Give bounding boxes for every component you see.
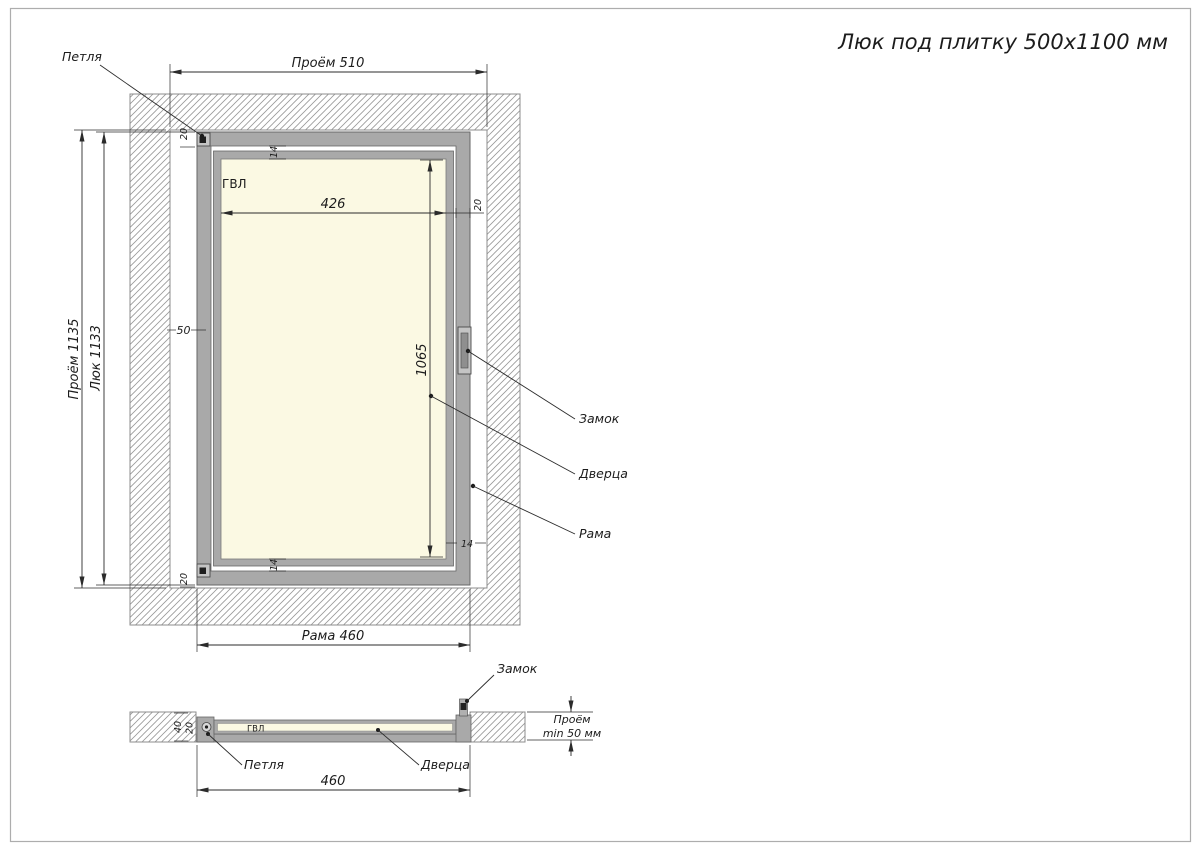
panel-material-label-section: ГВЛ: [247, 725, 264, 735]
dim-frame-width-section: 460: [196, 745, 471, 797]
dim-text-frame-width-section: 460: [321, 774, 346, 789]
hinge-pin: [204, 725, 209, 729]
lock-latch: [460, 703, 467, 710]
dim-door-width: 426: [221, 197, 484, 216]
leader-dot: [199, 133, 205, 139]
frame-label: Рама: [579, 526, 611, 541]
drawing-title: Люк под плитку 500х1100 мм: [837, 30, 1168, 54]
door-label-section: Дверца: [420, 757, 470, 772]
hinge-top-pin: [199, 136, 206, 143]
lock-section: [455, 698, 472, 743]
dim-text-door-height: 1065: [415, 343, 430, 376]
dim-gap-14-bottom: 14: [269, 558, 286, 572]
dim-text-door-width: 426: [321, 197, 346, 212]
hinge-section: [201, 722, 212, 732]
callout-door: Дверца: [428, 393, 628, 481]
callout-door-section: Дверца: [376, 728, 470, 772]
leader-line: [377, 729, 420, 766]
section-view: ГВЛ Замок Проём min 50 мм: [129, 661, 601, 797]
callout-lock-section: Замок: [465, 661, 538, 703]
dim-gap-20-right: 20: [455, 199, 484, 218]
dim-text-opening-height: Проём 1135: [67, 318, 82, 399]
dim-text-gap-50: 50: [177, 324, 191, 337]
hinge-bottom: [196, 563, 211, 578]
leader-line: [430, 395, 576, 475]
panel-material-label: ГВЛ: [222, 177, 247, 191]
dim-text-gap-14-top: 14: [269, 146, 280, 158]
leader-line: [207, 733, 243, 766]
door-panel: [220, 158, 447, 560]
callout-hinge: Петля: [62, 49, 205, 139]
lock-base: [455, 714, 472, 743]
dim-text-gap-14-right: 14: [461, 539, 473, 550]
front-view: ГВЛ Проём 510 Петля: [62, 49, 628, 652]
dim-gap-20-top: 20: [179, 128, 195, 148]
dim-opening-height: Проём 1135: [67, 129, 166, 589]
page-border: [9, 7, 1192, 843]
dim-gap-50: 50: [167, 324, 206, 337]
door-label: Дверца: [578, 466, 628, 481]
dim-door-height: 1065: [415, 159, 443, 558]
dim-gap-14-right: 14: [446, 539, 486, 550]
leader-line: [467, 350, 576, 420]
dim-text-wall-depth-1: Проём: [553, 713, 590, 726]
dim-hatch-height: Люк 1133: [89, 131, 195, 586]
dim-text-frame-width: Рама 460: [302, 629, 365, 644]
lock-label-section: Замок: [497, 661, 538, 676]
hinge-bottom-pin: [199, 567, 206, 574]
dim-text-gap-20-bottom: 20: [179, 573, 190, 585]
dim-thickness-40: 40: [173, 712, 188, 742]
dim-offset-20: 20: [185, 722, 196, 734]
dim-text-opening-width: Проём 510: [292, 56, 365, 71]
hinge-label: Петля: [62, 49, 102, 64]
callout-lock: Замок: [465, 348, 620, 426]
leader-line: [99, 64, 203, 137]
leader-line: [466, 674, 495, 702]
dim-opening-width: Проём 510: [169, 56, 488, 127]
lock-front: [457, 326, 472, 375]
dim-text-thickness-40: 40: [173, 721, 184, 733]
dim-text-offset-20: 20: [185, 722, 196, 734]
dim-text-gap-20-top: 20: [179, 128, 190, 140]
dim-frame-width: Рама 460: [196, 589, 471, 652]
leader-line: [472, 485, 576, 535]
dim-text-wall-depth-2: min 50 мм: [543, 727, 601, 740]
callout-frame: Рама: [470, 483, 611, 541]
hinge-label-section: Петля: [244, 757, 284, 772]
dim-gap-20-bottom: 20: [179, 573, 195, 588]
dim-text-hatch-height: Люк 1133: [89, 325, 104, 392]
callout-hinge-section: Петля: [206, 732, 284, 772]
wall-hatch-left: [129, 711, 197, 743]
dim-wall-depth: Проём min 50 мм: [527, 696, 601, 756]
dim-text-gap-14-bottom: 14: [269, 559, 280, 571]
lock-label: Замок: [579, 411, 620, 426]
door-panel-section: [217, 723, 453, 732]
frame-profile: [196, 733, 471, 743]
wall-hatch-right: [469, 711, 526, 743]
dim-text-gap-20-right: 20: [473, 199, 484, 211]
dim-gap-14-top: 14: [269, 145, 286, 160]
